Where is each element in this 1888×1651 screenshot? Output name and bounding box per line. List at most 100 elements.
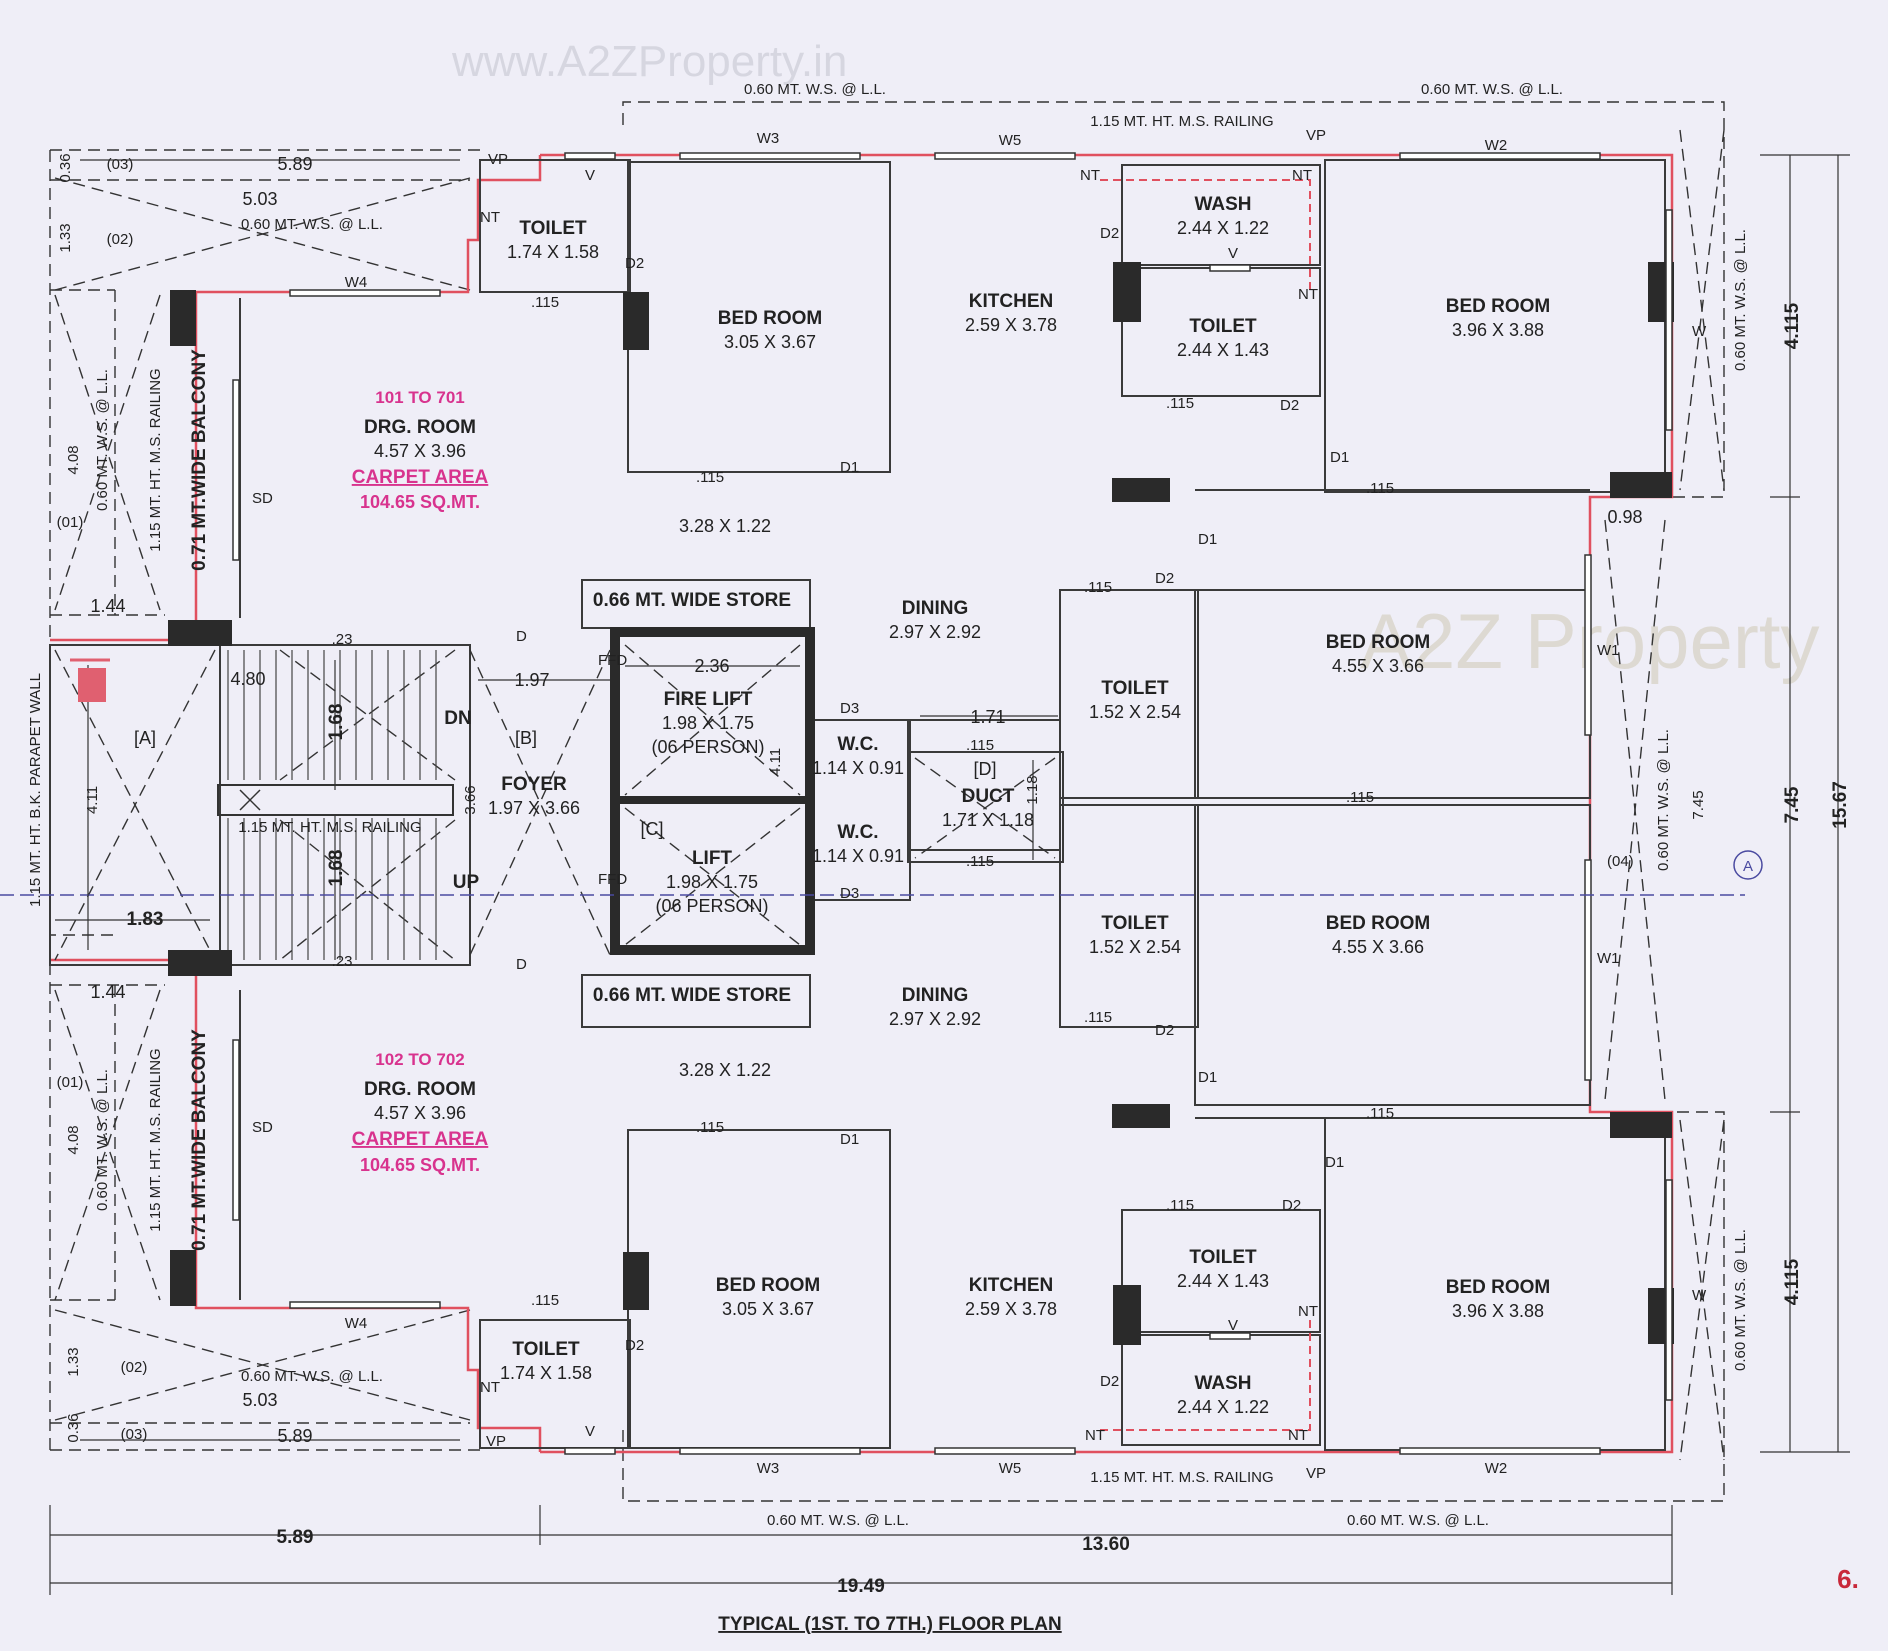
toilet-d-size: 1.52 X 2.54 xyxy=(1089,937,1181,957)
nt-kitchen: NT xyxy=(1080,167,1100,184)
site-watermark: www.A2ZProperty.in xyxy=(451,37,847,86)
t115-g: .115 xyxy=(966,853,994,870)
fire-lift-name: FIRE LIFT xyxy=(664,689,753,710)
toilet-a-name: TOILET xyxy=(519,218,587,239)
dim-408-top: 4.08 xyxy=(65,445,82,474)
nt-toilet-e: NT xyxy=(1298,1303,1318,1320)
t23-upper: .23 xyxy=(332,631,353,648)
v-wash-lower: V xyxy=(1228,1317,1238,1334)
wc-lower-size: 1.14 X 0.91 xyxy=(812,846,904,866)
lower-dining-name: DINING xyxy=(902,985,969,1006)
opening-03-lower: (03) xyxy=(121,1426,148,1443)
annotation-labels: 0.60 MT. W.S. @ L.L. 0.60 MT. W.S. @ L.L… xyxy=(27,81,1749,1529)
sd-upper: SD xyxy=(252,490,273,507)
balcony-lower: 0.71 MT.WIDE BALCONY xyxy=(189,1029,210,1251)
stair-treads xyxy=(227,650,437,960)
wc-lower-name: W.C. xyxy=(837,822,878,843)
core-labels: FIRE LIFT 1.98 X 1.75 (06 PERSON) [C] LI… xyxy=(134,689,1034,916)
lower-units: 102 TO 702 xyxy=(375,1050,464,1069)
bed-a-size: 3.05 X 3.67 xyxy=(724,332,816,352)
vp-bottom: VP xyxy=(1306,1465,1326,1482)
stair-dn: DN xyxy=(444,708,471,729)
plan-title: TYPICAL (1ST. TO 7TH.) FLOOR PLAN xyxy=(718,1614,1061,1635)
w-upper: W xyxy=(1692,323,1707,340)
bed-f-name: BED ROOM xyxy=(1446,1277,1551,1298)
sd-lower: SD xyxy=(252,1119,273,1136)
d3-lower: D3 xyxy=(840,885,859,902)
upper-drg-size: 4.57 X 3.96 xyxy=(374,441,466,461)
lower-drg-name: DRG. ROOM xyxy=(364,1079,476,1100)
toilet-d-name: TOILET xyxy=(1101,913,1169,934)
upper-store: 0.66 MT. WIDE STORE xyxy=(593,590,791,611)
dimension-lines xyxy=(49,154,1850,1595)
dim-036-bottom: 0.36 xyxy=(65,1413,82,1442)
d2-toilet-c: D2 xyxy=(1155,570,1174,587)
toilet-e-size: 2.44 X 1.43 xyxy=(1177,1271,1269,1291)
lower-carpet-label: CARPET AREA xyxy=(352,1129,489,1150)
opening-04: (04) xyxy=(1607,853,1634,870)
wash-size: 2.44 X 1.22 xyxy=(1177,218,1269,238)
lower-store: 0.66 MT. WIDE STORE xyxy=(593,985,791,1006)
dim-503-top: 5.03 xyxy=(242,189,277,209)
t115-h: .115 xyxy=(531,1292,559,1309)
door-d-upper: D xyxy=(516,628,527,645)
d2-toilet-e: D2 xyxy=(1282,1197,1301,1214)
dim-411-lift: 4.11 xyxy=(767,748,784,776)
wash-lower-size: 2.44 X 1.22 xyxy=(1177,1397,1269,1417)
fire-lift-size: 1.98 X 1.75 xyxy=(662,713,754,733)
d1-kitchen: D1 xyxy=(1330,449,1349,466)
v-wash: V xyxy=(1228,245,1238,262)
upper-dining-name: DINING xyxy=(902,598,969,619)
dim-411-stair: 4.11 xyxy=(84,786,101,814)
lower-passage-size: 3.28 X 1.22 xyxy=(679,1060,771,1080)
dim-589-top: 5.89 xyxy=(277,154,312,174)
toilet-c-name: TOILET xyxy=(1101,678,1169,699)
dim-503-bottom: 5.03 xyxy=(242,1390,277,1410)
w2-top: W2 xyxy=(1485,137,1508,154)
ws-left-upper: 0.60 MT. W.S. @ L.L. xyxy=(241,216,383,233)
bed-e-size: 3.05 X 3.67 xyxy=(722,1299,814,1319)
bed-d-name: BED ROOM xyxy=(1326,913,1431,934)
balcony-upper: 0.71 MT.WIDE BALCONY xyxy=(189,349,210,571)
rail-left-upper: 1.15 MT. HT. M.S. RAILING xyxy=(147,368,164,551)
dim-480: 4.80 xyxy=(230,669,265,689)
toilet-e-name: TOILET xyxy=(1189,1247,1257,1268)
dim-133-bottom: 1.33 xyxy=(65,1347,82,1376)
d2-bed-e: D2 xyxy=(625,1337,644,1354)
dim-168-lower: 1.68 xyxy=(326,850,347,887)
dim-366: 3.66 xyxy=(462,785,479,814)
ws-left-v-upper: 0.60 MT. W.S. @ L.L. xyxy=(94,369,111,511)
lower-drg-size: 4.57 X 3.96 xyxy=(374,1103,466,1123)
grid-bubble-label: A xyxy=(1743,858,1753,875)
vp-left-upper: VP xyxy=(488,151,508,168)
stair-up: UP xyxy=(453,872,480,893)
dim-098: 0.98 xyxy=(1607,507,1642,527)
d2-toilet-d: D2 xyxy=(1155,1022,1174,1039)
fire-lift-cap: (06 PERSON) xyxy=(651,737,764,757)
t115-l: .115 xyxy=(1084,579,1112,596)
dimension-values: 5.89 5.03 0.36 1.33 4.08 1.44 4.80 1.83 … xyxy=(57,153,1851,1597)
vp-top: VP xyxy=(1306,127,1326,144)
v-toilet-f: V xyxy=(585,1423,595,1440)
ws-bottom-left: 0.60 MT. W.S. @ L.L. xyxy=(767,1512,909,1529)
t115-b: .115 xyxy=(696,469,724,486)
dim-745: 7.45 xyxy=(1782,786,1803,823)
dim-745-inner: 7.45 xyxy=(1690,790,1707,819)
parapet-label: 1.15 MT. HT. B.K. PARAPET WALL xyxy=(27,673,44,907)
rail-top: 1.15 MT. HT. M.S. RAILING xyxy=(1090,113,1273,130)
door-d-lower: D xyxy=(516,956,527,973)
bed-e-name: BED ROOM xyxy=(716,1275,821,1296)
opening-01-lower: (01) xyxy=(57,1074,84,1091)
d1-bed-e: D1 xyxy=(840,1131,859,1148)
nt-kitchen-lower: NT xyxy=(1085,1427,1105,1444)
wash-lower-name: WASH xyxy=(1195,1373,1252,1394)
toilet-c-size: 1.52 X 2.54 xyxy=(1089,702,1181,722)
d1-bed-a: D1 xyxy=(840,459,859,476)
bed-c-size: 3.96 X 3.88 xyxy=(1452,320,1544,340)
wc-upper-size: 1.14 X 0.91 xyxy=(812,758,904,778)
duct-name: DUCT xyxy=(962,786,1015,807)
w4-upper: W4 xyxy=(345,274,368,291)
opening-01-upper: (01) xyxy=(57,514,84,531)
